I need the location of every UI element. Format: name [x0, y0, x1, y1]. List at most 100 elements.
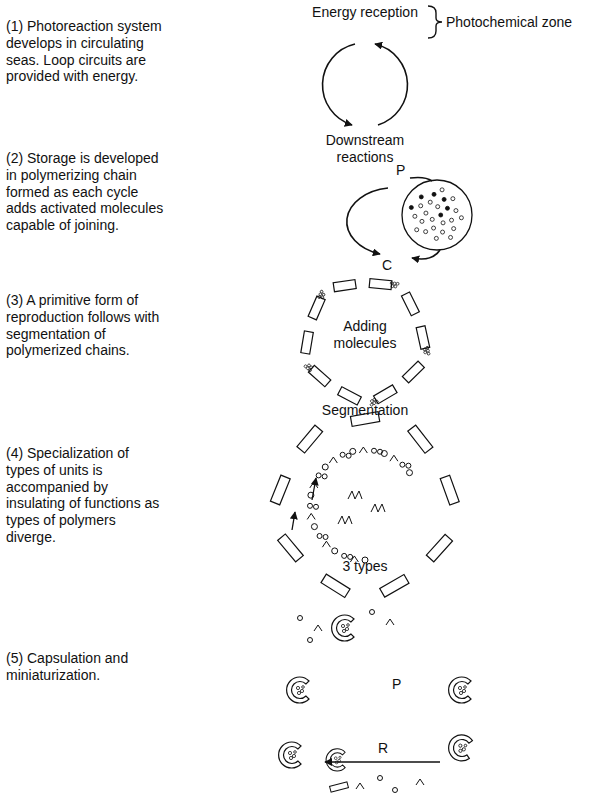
molecule: [436, 205, 440, 209]
unit-mark: [340, 452, 345, 457]
unit-mark: [359, 447, 367, 453]
unit-mark: [322, 474, 327, 479]
unit-mark: [314, 504, 319, 509]
zigzag-unit: [338, 516, 352, 524]
molecule: [441, 230, 445, 234]
polymer-unit: [416, 326, 431, 357]
stored-molecules: [409, 188, 463, 241]
molecule: [409, 205, 413, 209]
polymer-unit: [401, 292, 419, 316]
polymer-unit: [297, 425, 323, 453]
molecule: [420, 219, 424, 223]
molecule: [356, 783, 364, 789]
unit-mark: [350, 448, 356, 454]
zigzag-unit: [371, 504, 385, 512]
step-caption: (5) Capsulation and miniaturization.: [6, 650, 166, 684]
polymer-unit: [321, 574, 350, 597]
part-label: Energy reception: [310, 4, 420, 21]
unit-mark: [342, 553, 347, 558]
molecule: [308, 638, 313, 643]
molecule: [434, 236, 438, 240]
part-label: Segmentation: [315, 402, 415, 419]
cycle-letter: P: [392, 676, 401, 693]
part-label: Adding molecules: [320, 318, 410, 352]
unit-mark: [307, 513, 315, 519]
polymer-unit: [408, 425, 433, 453]
cycle-letter: P: [396, 162, 405, 179]
zigzag-unit: [348, 491, 362, 499]
polymer-unit: [301, 331, 314, 354]
step-caption: (1) Photoreaction system develops in cir…: [6, 18, 166, 85]
molecule: [386, 619, 394, 625]
unit-mark: [346, 453, 351, 458]
unit-mark: [372, 448, 377, 453]
polymer-unit: [402, 361, 424, 383]
step-caption: (3) A primitive form of reproduction fol…: [6, 292, 166, 359]
polymer-unit: [440, 475, 459, 505]
molecule: [378, 776, 383, 781]
polymer-unit: [303, 361, 331, 387]
cycle-letter: R: [378, 740, 388, 757]
molecule: [413, 214, 417, 218]
unit-mark: [390, 455, 398, 461]
polymer-unit: [278, 534, 304, 562]
unit-mark: [322, 464, 328, 470]
molecule: [428, 200, 432, 204]
polymer-unit: [380, 575, 409, 598]
unit-mark: [329, 457, 337, 463]
unit-mark: [317, 533, 322, 538]
storage-cycle: [347, 177, 472, 259]
molecule: [445, 206, 449, 210]
zone-bracket: [428, 6, 442, 38]
unit-mark: [332, 548, 338, 554]
molecule: [439, 213, 443, 217]
polymer-chain-ring: [301, 279, 432, 408]
unit-mark: [322, 541, 330, 547]
molecule: [459, 216, 463, 220]
part-label: 3 types: [330, 558, 400, 575]
specialized-polymer-ring: [270, 412, 459, 598]
step-caption: (2) Storage is developed in polymerizing…: [6, 150, 166, 234]
molecule: [314, 625, 322, 631]
unit-mark: [406, 470, 412, 476]
step-caption: (4) Specialization of types of units is …: [6, 445, 166, 546]
energy-loop: [323, 44, 408, 125]
cycle-letter: C: [382, 257, 392, 274]
molecule: [416, 779, 424, 785]
molecule: [424, 230, 428, 234]
molecule: [432, 192, 436, 196]
unit-mark: [316, 473, 321, 478]
molecule: [393, 788, 398, 793]
unit-mark: [323, 534, 328, 539]
polymer-unit: [369, 279, 399, 291]
polymer-unit: [333, 280, 356, 292]
polymer-unit: [426, 534, 452, 561]
direction-arrows: [292, 478, 316, 530]
molecule: [452, 227, 456, 231]
molecule: [454, 209, 458, 213]
molecule: [451, 197, 455, 201]
unit-mark: [311, 524, 317, 530]
loose-molecules: [298, 610, 425, 793]
molecule: [442, 197, 446, 201]
molecule: [298, 616, 303, 621]
part-label: Downstream reactions: [305, 132, 425, 166]
zone-label: Photochemical zone: [446, 14, 572, 31]
molecule: [449, 235, 453, 239]
molecule: [419, 204, 423, 208]
molecule: [430, 217, 434, 221]
polymer-unit: [330, 782, 349, 792]
unit-mark: [381, 451, 387, 457]
capsules: [279, 615, 474, 771]
molecule: [415, 228, 419, 232]
reproduction-arrow: [325, 761, 440, 763]
molecule: [440, 188, 444, 192]
molecule: [419, 195, 423, 199]
molecule: [370, 610, 375, 615]
unit-mark: [406, 463, 411, 468]
molecule: [424, 211, 428, 215]
molecule: [450, 218, 454, 222]
molecule: [441, 221, 445, 225]
polymer-unit: [270, 475, 290, 505]
